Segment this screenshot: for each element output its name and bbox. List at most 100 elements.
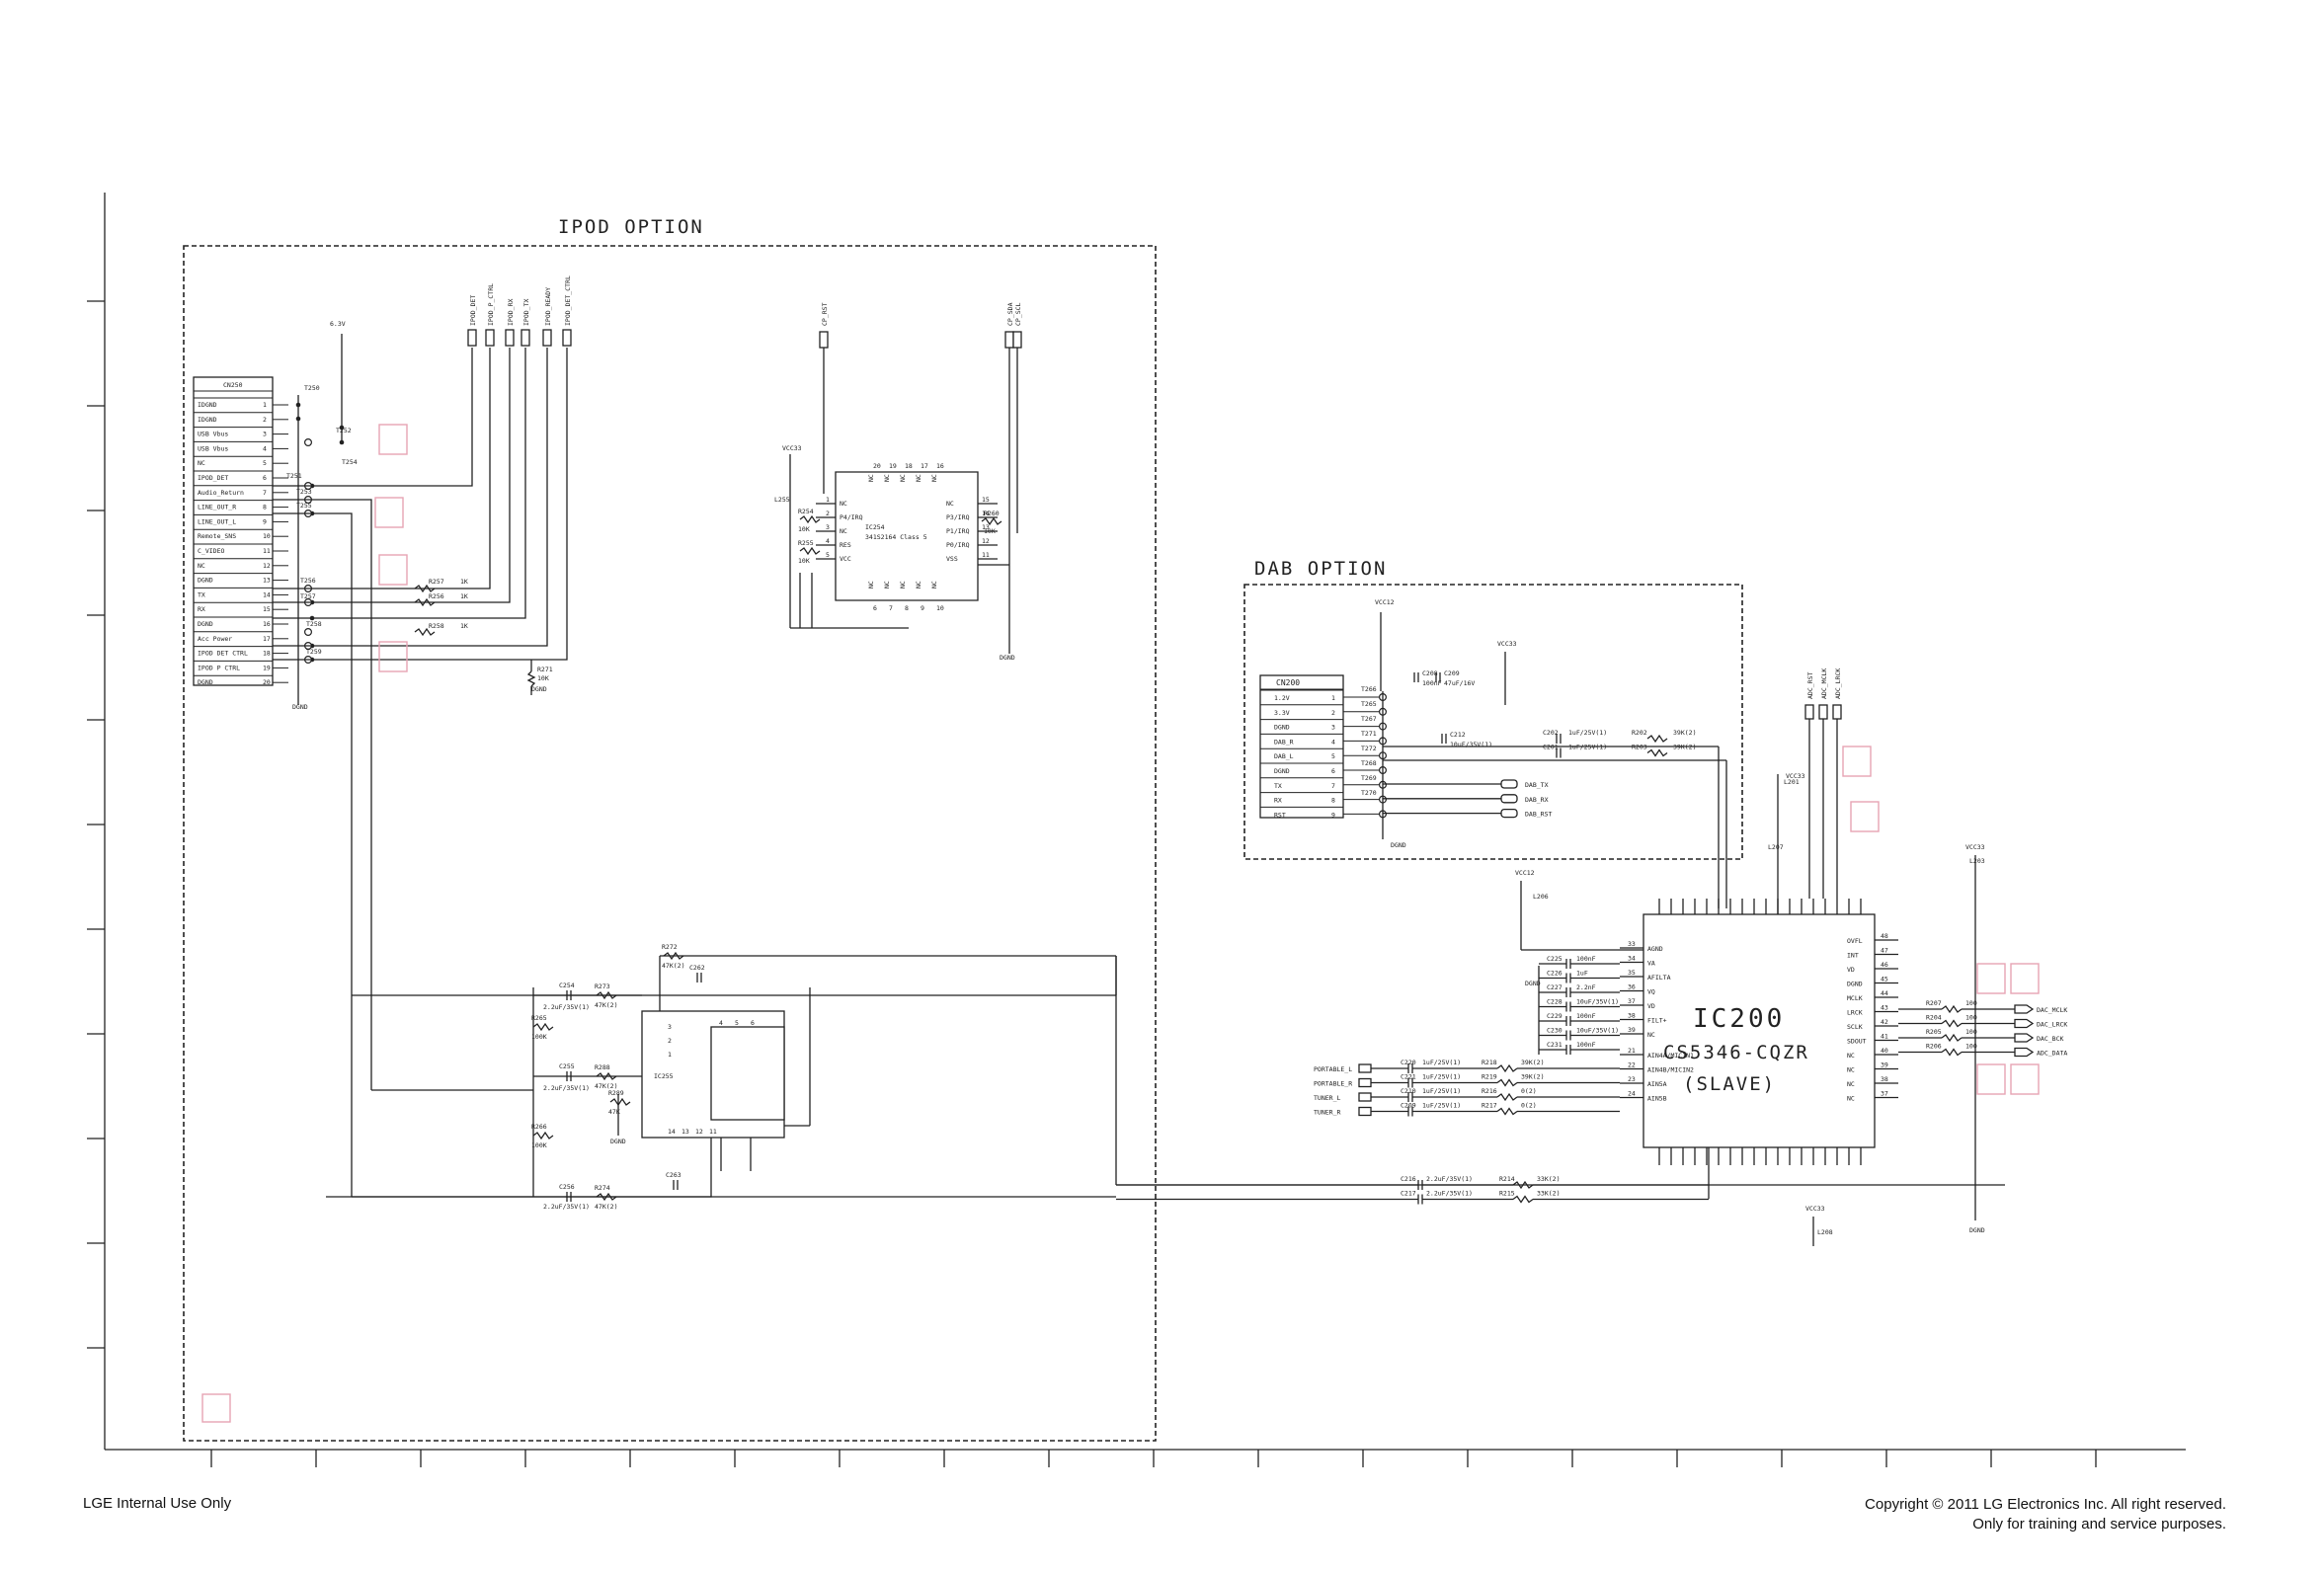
codec-top-signal-flag: ADC_RST bbox=[1806, 672, 1814, 699]
cp-top-pin-nc: NC bbox=[867, 474, 875, 482]
cn250-dgnd: DGND bbox=[292, 703, 308, 711]
r271-dgnd: DGND bbox=[531, 685, 547, 693]
dab-signal-flag: DAB_RST bbox=[1525, 811, 1552, 819]
cp-top-pin-nc: NC bbox=[899, 474, 907, 482]
codec-right-pin-number: 42 bbox=[1881, 1018, 1888, 1026]
cn200-pin-label: RST bbox=[1274, 811, 1286, 819]
cn250-pin-label: USB Vbus bbox=[198, 431, 228, 438]
amp-capacitor-ref: C256 bbox=[559, 1183, 575, 1191]
codec-left-pin-name: VQ bbox=[1647, 988, 1655, 996]
svg-text:R260: R260 bbox=[984, 510, 1000, 517]
codec-input-capacitor-value: 1uF/25V(1) bbox=[1422, 1073, 1461, 1081]
cp-rst-flag: CP_RST bbox=[821, 302, 829, 326]
cn250-pin-label: LINE_OUT_L bbox=[198, 517, 236, 525]
dab-capacitor bbox=[1435, 672, 1441, 682]
codec-left-pin-name: NC bbox=[1647, 1031, 1655, 1039]
amp-capacitor-ref: C254 bbox=[559, 982, 575, 989]
dab-capacitor-ref: C212 bbox=[1450, 731, 1466, 739]
cp-right-pin-name: P1/IRQ bbox=[946, 527, 970, 535]
svg-text:1K: 1K bbox=[460, 622, 468, 630]
cp-left-pin-name: VCC bbox=[840, 555, 851, 563]
ic254-ref: IC254 bbox=[865, 523, 885, 531]
cp-bottom-pin-number: 8 bbox=[905, 604, 909, 612]
amp-pin-number: 6 bbox=[751, 1019, 755, 1027]
cp-bottom-pin-number: 10 bbox=[936, 604, 944, 612]
codec-input-resistor-ref: R219 bbox=[1482, 1073, 1497, 1081]
codec-vcc12: VCC12 bbox=[1515, 869, 1535, 877]
amp-resistor-value: 47K(2) bbox=[595, 1001, 617, 1009]
codec-vcc33-right: VCC33 bbox=[1965, 843, 1985, 851]
codec-filter-capacitor bbox=[1565, 1045, 1571, 1055]
svg-text:R256: R256 bbox=[429, 592, 444, 600]
codec-dab-capacitor-value: 1uF/25V(1) bbox=[1568, 744, 1607, 751]
cn200-label: CN200 bbox=[1276, 678, 1300, 687]
cn200-pin-number: 7 bbox=[1331, 782, 1335, 790]
codec-output-signal: DAC_BCK bbox=[2037, 1035, 2063, 1043]
codec-input-resistor-ref: R216 bbox=[1482, 1087, 1497, 1095]
amp-capacitor bbox=[566, 1071, 572, 1081]
cn250-pin-number: 1 bbox=[263, 401, 267, 409]
svg-text:10K: 10K bbox=[537, 674, 549, 682]
ic255-ref: IC255 bbox=[654, 1072, 674, 1080]
codec-right-pin-name: OVFL bbox=[1847, 937, 1863, 945]
codec-inductor-label: L203 bbox=[1969, 857, 1985, 865]
ipod-test-point: T258 bbox=[306, 620, 322, 628]
codec-right-pin-number: 44 bbox=[1881, 989, 1888, 997]
amp-resistor bbox=[596, 1071, 617, 1081]
codec-filter-capacitor bbox=[1565, 973, 1571, 983]
codec-filter-capacitor bbox=[1565, 959, 1571, 969]
cn250-pin-label: DGND bbox=[198, 620, 213, 628]
cn250-label: CN250 bbox=[223, 381, 243, 389]
codec-filter-capacitor-value: 100nF bbox=[1576, 1012, 1596, 1020]
codec-left-pin-number: 39 bbox=[1628, 1026, 1636, 1034]
ic254-part: 341S2164 Class 5 bbox=[865, 533, 927, 541]
codec-filter-capacitor-value: 10uF/35V(1) bbox=[1576, 1027, 1619, 1035]
dab-dgnd: DGND bbox=[1391, 841, 1406, 849]
cn250-pin-number: 20 bbox=[263, 678, 271, 686]
dab-test-point: T272 bbox=[1361, 745, 1377, 752]
codec-right-pin-name: VD bbox=[1847, 966, 1855, 974]
ic200-mode: (SLAVE) bbox=[1683, 1073, 1776, 1095]
cn250-pin-number: 17 bbox=[263, 635, 271, 643]
cp-bottom-pin-nc: NC bbox=[899, 581, 907, 589]
cp-left-pin-name: RES bbox=[840, 541, 851, 549]
cp-vcc33: VCC33 bbox=[782, 444, 802, 452]
amp-capacitor bbox=[566, 1192, 572, 1202]
codec-right-pin-name: SDOUT bbox=[1847, 1038, 1867, 1046]
cp-right-pin-name: P0/IRQ bbox=[946, 541, 970, 549]
codec-left-pin-number: 35 bbox=[1628, 969, 1636, 977]
resistor-r271: R271 10K DGND bbox=[526, 660, 553, 695]
cp-top-pin-nc: NC bbox=[915, 474, 922, 482]
amplifier-ic255: IC255 C254C255C256C262C2632.2uF/35V(1)2.… bbox=[326, 943, 2005, 1211]
codec-ipod-resistor-value: 33K(2) bbox=[1537, 1175, 1560, 1183]
dab-capacitor-value: 47uF/16V bbox=[1444, 679, 1475, 687]
codec-left-pin-name: AIN4A/MICIN1 bbox=[1647, 1052, 1694, 1060]
codec-input-resistor-value: 39K(2) bbox=[1521, 1059, 1544, 1066]
dab-test-point: T265 bbox=[1361, 700, 1377, 708]
ipod-signal-flag: IPOD_READY bbox=[544, 287, 552, 326]
codec-left-pin-name: AFILTA bbox=[1647, 974, 1671, 982]
cn200-pin-number: 2 bbox=[1331, 709, 1335, 717]
dab-capacitor-value: 10uF/35V(1) bbox=[1450, 741, 1492, 748]
codec-ipod-resistor-ref: R214 bbox=[1499, 1175, 1515, 1183]
dab-test-point: T267 bbox=[1361, 715, 1377, 723]
codec-right-pin-number: 48 bbox=[1881, 932, 1888, 940]
cp-right-pin-name: P3/IRQ bbox=[946, 513, 970, 521]
dab-test-point: T268 bbox=[1361, 759, 1377, 767]
cn250-pin-label: TX bbox=[198, 590, 205, 598]
codec-right-pin-number: 41 bbox=[1881, 1033, 1888, 1041]
amp-resistor-ref: R273 bbox=[595, 982, 610, 990]
codec-input-resistor-ref: R218 bbox=[1482, 1059, 1497, 1066]
cp-bottom-pin-number: 6 bbox=[873, 604, 877, 612]
cn250-pin-label: DGND bbox=[198, 678, 213, 686]
svg-text:R257: R257 bbox=[429, 578, 444, 586]
codec-input-signal: TUNER_L bbox=[1314, 1094, 1340, 1102]
codec-output-resistor-value: 100 bbox=[1965, 1028, 1977, 1036]
amp-resistor-ref: R272 bbox=[662, 943, 678, 951]
amp-capacitor-value: 2.2uF/35V(1) bbox=[543, 1084, 590, 1092]
dab-test-point: T271 bbox=[1361, 730, 1377, 738]
supply-6v3: 6.3V bbox=[330, 320, 346, 328]
